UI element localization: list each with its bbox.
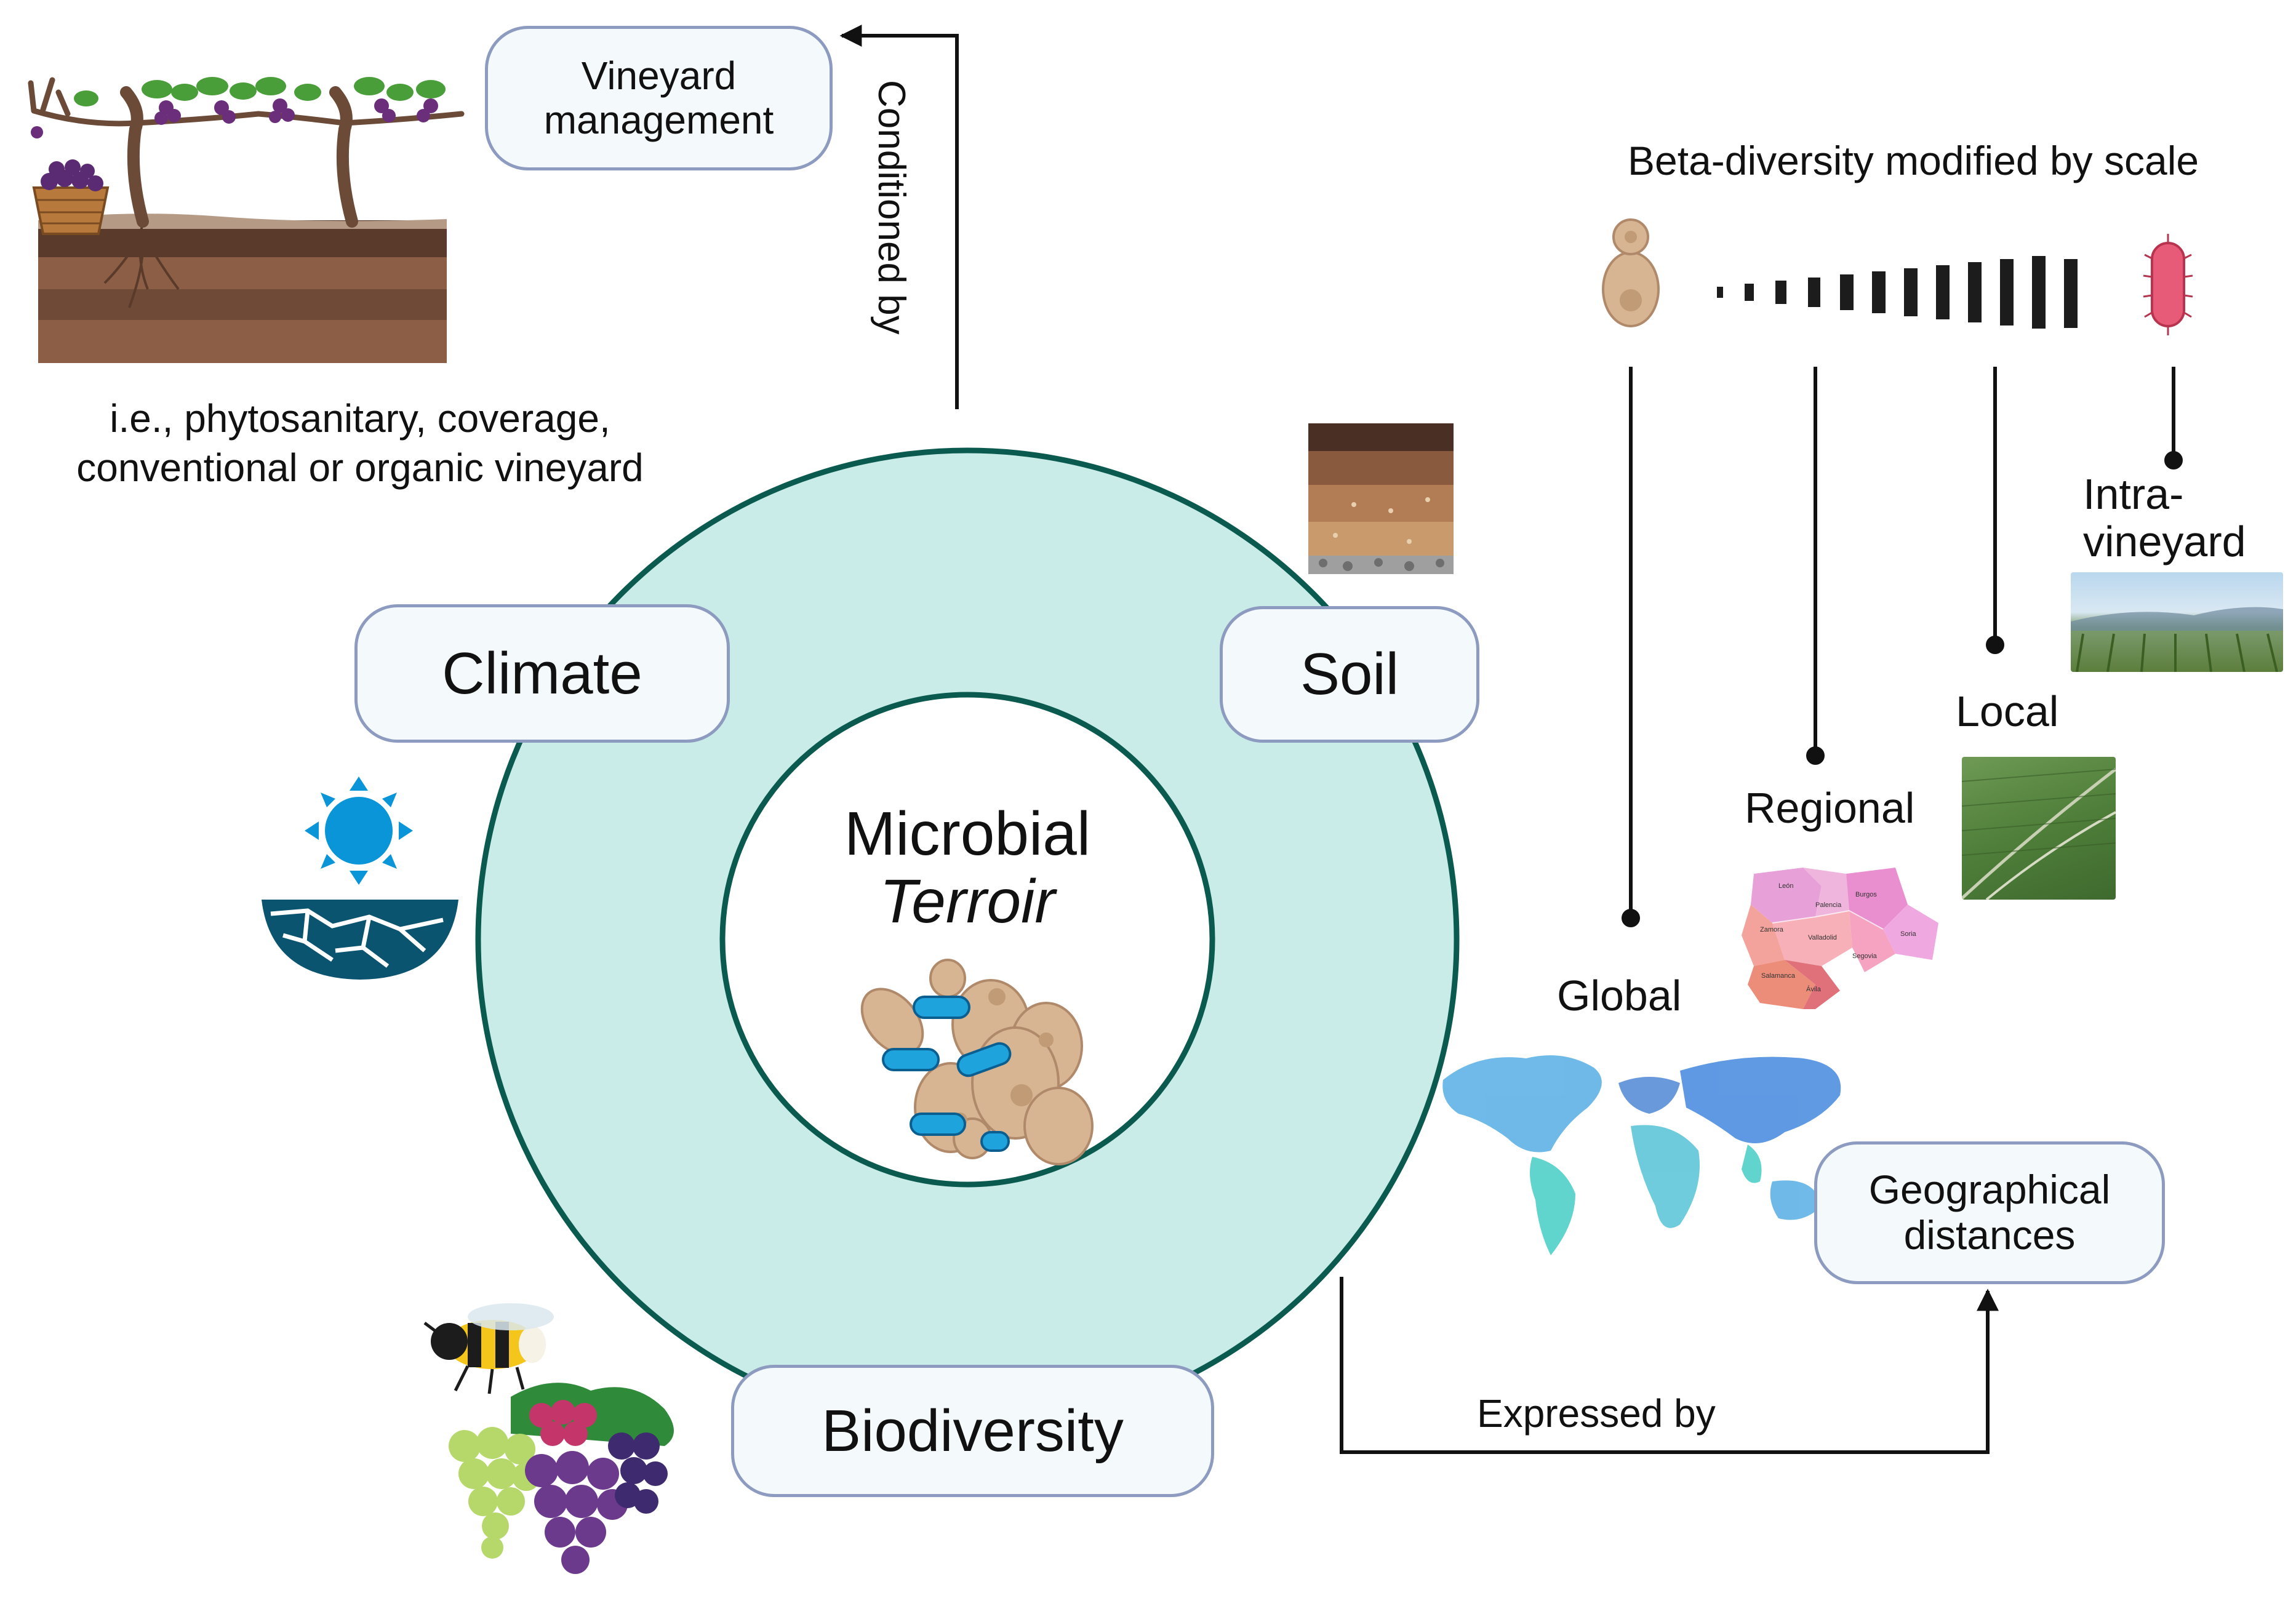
climate-box: Climate (354, 604, 730, 743)
vineyard-illustration (28, 77, 465, 363)
scale-drop-lines (1622, 367, 2183, 927)
center-title: Microbial Terroir (826, 800, 1109, 935)
scale-regional-label: Regional (1745, 784, 1915, 832)
expressed-by-arrow (1340, 1277, 1999, 1454)
scale-global-label: Global (1557, 972, 1682, 1020)
yeast-cell-icon (1602, 218, 1660, 327)
soil-label: Soil (1300, 641, 1399, 708)
management-examples: i.e., phytosanitary, coverage, conventio… (12, 394, 708, 492)
geographical-distances-box: Geographical distances (1814, 1141, 2165, 1284)
grapes-icon (449, 1383, 674, 1574)
sun-icon (305, 777, 413, 885)
province-salamanca: Salamanca (1761, 972, 1796, 980)
vineyard-management-label-1: Vineyard (581, 53, 737, 98)
scale-gradient-bars (1717, 256, 2078, 329)
intra-vineyard-line1: Intra- (2083, 470, 2184, 518)
conditioned-by-arrow (839, 25, 959, 409)
province-leon: León (1778, 882, 1794, 890)
bacterium-icon (2143, 234, 2193, 335)
geographical-distances-label-1: Geographical (1868, 1167, 2111, 1213)
bee-icon (423, 1303, 554, 1394)
intra-vineyard-photo (2071, 572, 2283, 672)
grape-basket (32, 159, 110, 235)
vineyard-management-box: Vineyard management (485, 26, 833, 170)
management-examples-line1: i.e., phytosanitary, coverage, (110, 396, 610, 441)
climate-label: Climate (442, 640, 642, 706)
intra-vineyard-line2: vineyard (2083, 517, 2246, 565)
province-palencia: Palencia (1815, 901, 1842, 909)
beta-diversity-title: Beta-diversity modified by scale (1628, 138, 2199, 183)
center-title-line1: Microbial (844, 799, 1091, 868)
geographical-distances-label-2: distances (1903, 1212, 2076, 1258)
province-valladolid: Valladolid (1808, 934, 1837, 941)
conditioned-by-label: Conditioned by (870, 80, 913, 335)
expressed-by-label: Expressed by (1477, 1391, 1716, 1436)
province-soria: Soria (1900, 930, 1916, 938)
soil-layers-icon (1308, 423, 1454, 574)
local-aerial-photo (1962, 757, 2116, 900)
province-zamora: Zamora (1760, 926, 1783, 933)
biodiversity-label: Biodiversity (822, 1397, 1124, 1464)
vineyard-management-label-2: management (543, 97, 774, 142)
province-avila: Ávila (1806, 986, 1821, 993)
cracked-earth-icon (262, 900, 458, 980)
province-segovia: Segovia (1852, 953, 1877, 960)
soil-box: Soil (1220, 606, 1479, 743)
management-examples-line2: conventional or organic vineyard (76, 445, 644, 490)
center-title-line2: Terroir (879, 867, 1055, 936)
scale-intra-vineyard-label: Intra- vineyard (2083, 471, 2246, 565)
biodiversity-box: Biodiversity (731, 1365, 1214, 1497)
region-map-icon (1742, 868, 1938, 1009)
scale-local-label: Local (1956, 687, 2059, 735)
terroir-ring (475, 447, 1460, 1432)
province-burgos: Burgos (1855, 891, 1877, 898)
world-map-icon (1442, 1055, 1841, 1255)
microbe-cluster-icon (860, 959, 1094, 1165)
